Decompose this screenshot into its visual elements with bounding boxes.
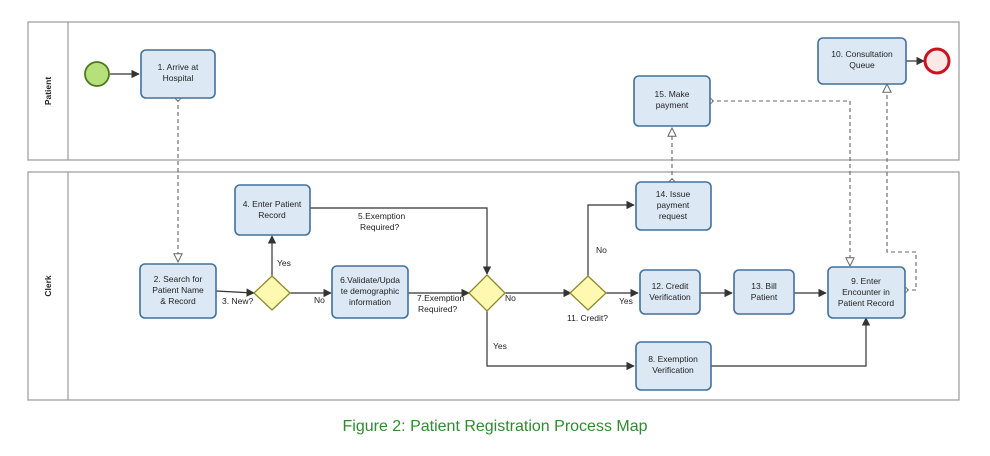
svg-text:Record: Record — [258, 210, 286, 220]
svg-text:payment: payment — [656, 100, 689, 110]
svg-text:9. Enter: 9. Enter — [851, 276, 881, 286]
clerk-lane-title: Clerk — [43, 275, 53, 297]
svg-text:4. Enter Patient: 4. Enter Patient — [243, 199, 302, 209]
task-validate-demographics: 6.Validate/Upda te demographic informati… — [331, 265, 409, 319]
svg-text:Verification: Verification — [652, 365, 694, 375]
svg-text:Encounter in: Encounter in — [842, 287, 890, 297]
svg-text:Patient: Patient — [751, 292, 778, 302]
svg-text:payment: payment — [657, 200, 690, 210]
label-yes-exempt: Yes — [493, 341, 507, 351]
label-credit: 11. Credit? — [567, 313, 608, 323]
patient-lane-title: Patient — [43, 77, 53, 106]
gateway-credit — [569, 275, 607, 311]
svg-text:1. Arrive at: 1. Arrive at — [158, 62, 199, 72]
process-map: Patient Clerk 1. Arrive at Hospital 2. S… — [27, 21, 960, 401]
svg-text:Queue: Queue — [849, 60, 875, 70]
svg-text:2. Search for: 2. Search for — [154, 274, 203, 284]
svg-text:14. Issue: 14. Issue — [656, 189, 691, 199]
svg-text:information: information — [349, 297, 391, 307]
task-credit-verification: 12. Credit Verification — [639, 269, 701, 315]
svg-text:12. Credit: 12. Credit — [652, 281, 689, 291]
svg-text:8. Exemption: 8. Exemption — [648, 354, 698, 364]
task-consultation-queue: 10. Consultation Queue — [817, 37, 907, 85]
svg-text:10. Consultation: 10. Consultation — [831, 49, 893, 59]
svg-text:te demographic: te demographic — [341, 286, 400, 296]
svg-text:Verification: Verification — [649, 292, 691, 302]
task-enter-encounter: 9. Enter Encounter in Patient Record — [827, 266, 906, 319]
label-yes-credit: Yes — [619, 296, 633, 306]
svg-text:Patient Name: Patient Name — [152, 285, 204, 295]
label-no-new: No — [314, 295, 325, 305]
svg-text:13. Bill: 13. Bill — [751, 281, 777, 291]
svg-text:6.Validate/Upda: 6.Validate/Upda — [340, 275, 400, 285]
task-issue-payment-request: 14. Issue payment request — [635, 181, 712, 231]
task-arrive-at-hospital: 1. Arrive at Hospital — [140, 49, 216, 99]
label-exemption-7b: Required? — [418, 304, 457, 314]
svg-text:15. Make: 15. Make — [655, 89, 690, 99]
gateway-new — [253, 275, 291, 311]
gateway-exemption — [468, 274, 506, 312]
task-bill-patient: 13. Bill Patient — [733, 269, 795, 315]
svg-text:& Record: & Record — [160, 296, 196, 306]
task-search-patient: 2. Search for Patient Name & Record — [139, 263, 217, 319]
start-event — [84, 61, 110, 87]
label-yes-new: Yes — [277, 258, 291, 268]
label-exemption-5a: 5.Exemption — [358, 211, 406, 221]
task-enter-patient-record: 4. Enter Patient Record — [234, 184, 311, 236]
svg-text:Patient Record: Patient Record — [838, 298, 894, 308]
end-event — [923, 47, 951, 75]
svg-text:Hospital: Hospital — [163, 73, 194, 83]
label-new: 3. New? — [222, 296, 253, 306]
label-exemption-7a: 7.Exemption — [417, 293, 465, 303]
label-exemption-5b: Required? — [360, 222, 399, 232]
task-make-payment: 15. Make payment — [633, 75, 711, 127]
label-no-exempt: No — [505, 293, 516, 303]
task-exemption-verification: 8. Exemption Verification — [635, 341, 712, 391]
svg-text:request: request — [659, 211, 688, 221]
figure-caption: Figure 2: Patient Registration Process M… — [342, 418, 648, 435]
label-no-credit: No — [596, 245, 607, 255]
